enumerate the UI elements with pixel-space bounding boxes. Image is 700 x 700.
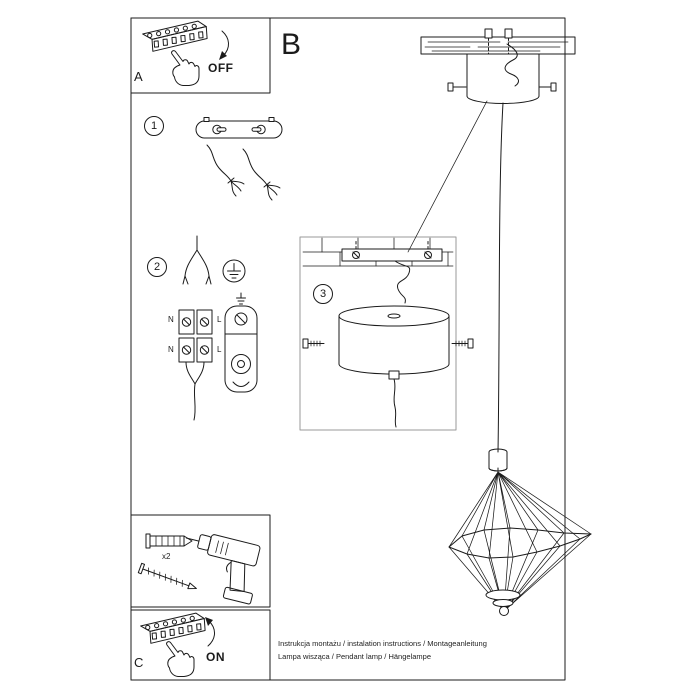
terminal-strip-icon: [139, 612, 207, 645]
detail-box: [299, 236, 457, 431]
switch-off-label: OFF: [208, 61, 234, 75]
step-1-badge: 1: [144, 116, 164, 136]
pendant-cable-drawing: [497, 102, 504, 453]
hand-icon: [166, 641, 195, 677]
drill-icon: [185, 534, 261, 605]
footer-instruction-line: Instrukcja montażu / instalation instruc…: [278, 639, 487, 648]
arrow-on-icon: [205, 617, 215, 647]
screw-icon: [137, 562, 197, 590]
side-screw-right-icon: [451, 338, 474, 349]
canopy-drawing: [407, 43, 557, 253]
cord-grip-drawing: [224, 292, 258, 393]
terminal-strip-icon: [141, 20, 209, 53]
power-off-drawing: [141, 20, 229, 86]
wiring-label-l-bottom: L: [217, 345, 222, 354]
step-3-badge: 3: [313, 284, 333, 304]
mounting-bracket-drawing: [195, 117, 283, 139]
hand-icon: [171, 50, 200, 86]
wire-split-drawing: [182, 235, 212, 285]
canopy-detail-drawing: [338, 239, 450, 428]
lamp-shade-drawing: [448, 448, 592, 616]
power-cables-drawing: [206, 144, 281, 201]
switch-on-label: ON: [206, 650, 225, 664]
panel-c-label: C: [134, 655, 144, 670]
step-2-badge: 2: [147, 257, 167, 277]
power-on-drawing: [139, 612, 215, 677]
wiring-label-n-bottom: N: [168, 345, 174, 354]
wall-plug-icon: [145, 533, 193, 549]
ceiling-board-drawing: [420, 28, 576, 55]
ground-symbol-icon: [222, 259, 246, 283]
section-b-label: B: [281, 28, 302, 61]
page-frame: [130, 17, 566, 681]
panel-a-label: A: [134, 69, 143, 84]
wall-plug-quantity: x2: [162, 552, 171, 561]
side-screw-left-icon: [302, 338, 325, 349]
terminal-blocks-drawing: [178, 309, 213, 421]
wiring-label-n-top: N: [168, 315, 174, 324]
wiring-label-l-top: L: [217, 315, 222, 324]
footer-product-line: Lampa wisząca / Pendant lamp / Hängelamp…: [278, 652, 432, 661]
arrow-off-icon: [219, 30, 229, 60]
